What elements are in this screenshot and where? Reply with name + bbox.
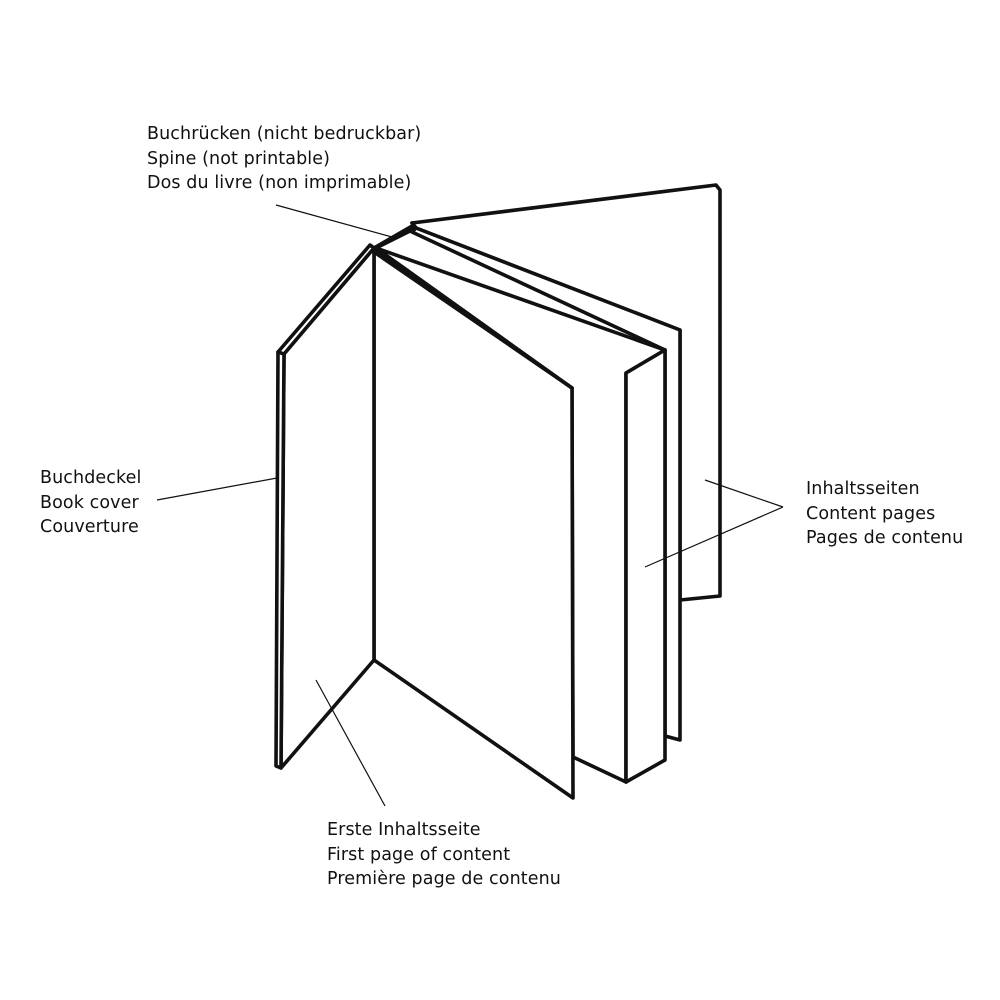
- cover-label-de: Buchdeckel: [40, 468, 142, 488]
- cover-label-en: Book cover: [40, 492, 139, 513]
- cover-label-fr: Couverture: [40, 517, 139, 537]
- first-page-label-fr: Première page de contenu: [327, 869, 561, 889]
- inner-cover-page: [279, 246, 376, 770]
- first-page-label: Erste Inhaltsseite First page of content…: [327, 818, 561, 892]
- content-pages-label-en: Content pages: [806, 503, 936, 524]
- first-page-label-de: Erste Inhaltsseite: [327, 820, 481, 840]
- cover-label: Buchdeckel Book cover Couverture: [40, 466, 141, 540]
- content-leader-line-lower: [644, 506, 784, 568]
- content-pages-label: Inhaltsseiten Content pages Pages de con…: [806, 477, 963, 551]
- cover-leader-line: [156, 477, 278, 501]
- content-leader-line-upper: [704, 479, 784, 508]
- spine-label: Buchrücken (nicht bedruckbar) Spine (not…: [147, 122, 421, 196]
- page-block-side: [624, 348, 667, 784]
- first-page-leader-line: [315, 679, 386, 807]
- spine-label-en: Spine (not printable): [147, 148, 331, 169]
- content-pages-label-fr: Pages de contenu: [806, 528, 964, 548]
- spine-label-de: Buchrücken (nicht bedruckbar): [147, 124, 422, 144]
- first-page-label-en: First page of content: [327, 844, 511, 865]
- content-pages-label-de: Inhaltsseiten: [806, 479, 920, 499]
- spine-label-fr: Dos du livre (non imprimable): [147, 173, 412, 193]
- spine-leader-line: [275, 204, 393, 238]
